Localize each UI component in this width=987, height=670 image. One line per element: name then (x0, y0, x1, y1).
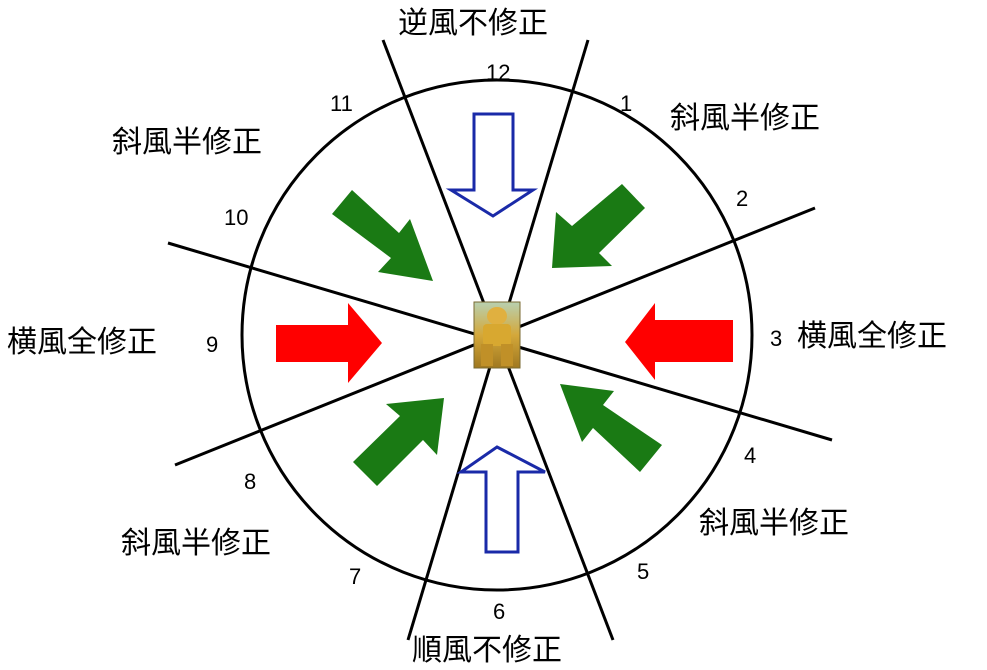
clock-number-1: 1 (620, 91, 632, 116)
clock-number-10: 10 (224, 205, 248, 230)
oblique-upper-right-label: 斜風半修正 (670, 101, 820, 136)
clock-number-9: 9 (206, 332, 218, 357)
shooter-figure-icon (474, 302, 520, 368)
clock-number-6: 6 (493, 599, 505, 624)
crosswind-right-label: 横風全修正 (797, 319, 947, 354)
oblique-lower-right-arrow (560, 384, 662, 472)
clock-number-11: 11 (330, 91, 353, 116)
crosswind-left-arrow (276, 303, 382, 383)
clock-number-4: 4 (744, 443, 756, 468)
clock-number-8: 8 (244, 469, 256, 494)
clock-number-5: 5 (637, 559, 649, 584)
crosswind-left-label: 横風全修正 (7, 325, 157, 360)
oblique-lower-left-label: 斜風半修正 (121, 526, 271, 561)
headwind-label: 逆風不修正 (398, 6, 548, 41)
clock-number-12: 12 (486, 60, 510, 85)
headwind-arrow (451, 114, 533, 216)
tailwind-arrow (461, 447, 545, 552)
oblique-upper-left-arrow (332, 190, 433, 281)
oblique-lower-right-label: 斜風半修正 (699, 506, 849, 541)
clock-number-7: 7 (349, 564, 361, 589)
clock-number-3: 3 (770, 326, 782, 351)
clock-number-2: 2 (736, 186, 748, 211)
oblique-upper-left-label: 斜風半修正 (112, 125, 262, 160)
tailwind-label: 順風不修正 (412, 633, 562, 668)
oblique-lower-left-arrow (353, 398, 444, 486)
crosswind-right-arrow (625, 303, 733, 380)
oblique-upper-right-arrow (552, 184, 645, 268)
